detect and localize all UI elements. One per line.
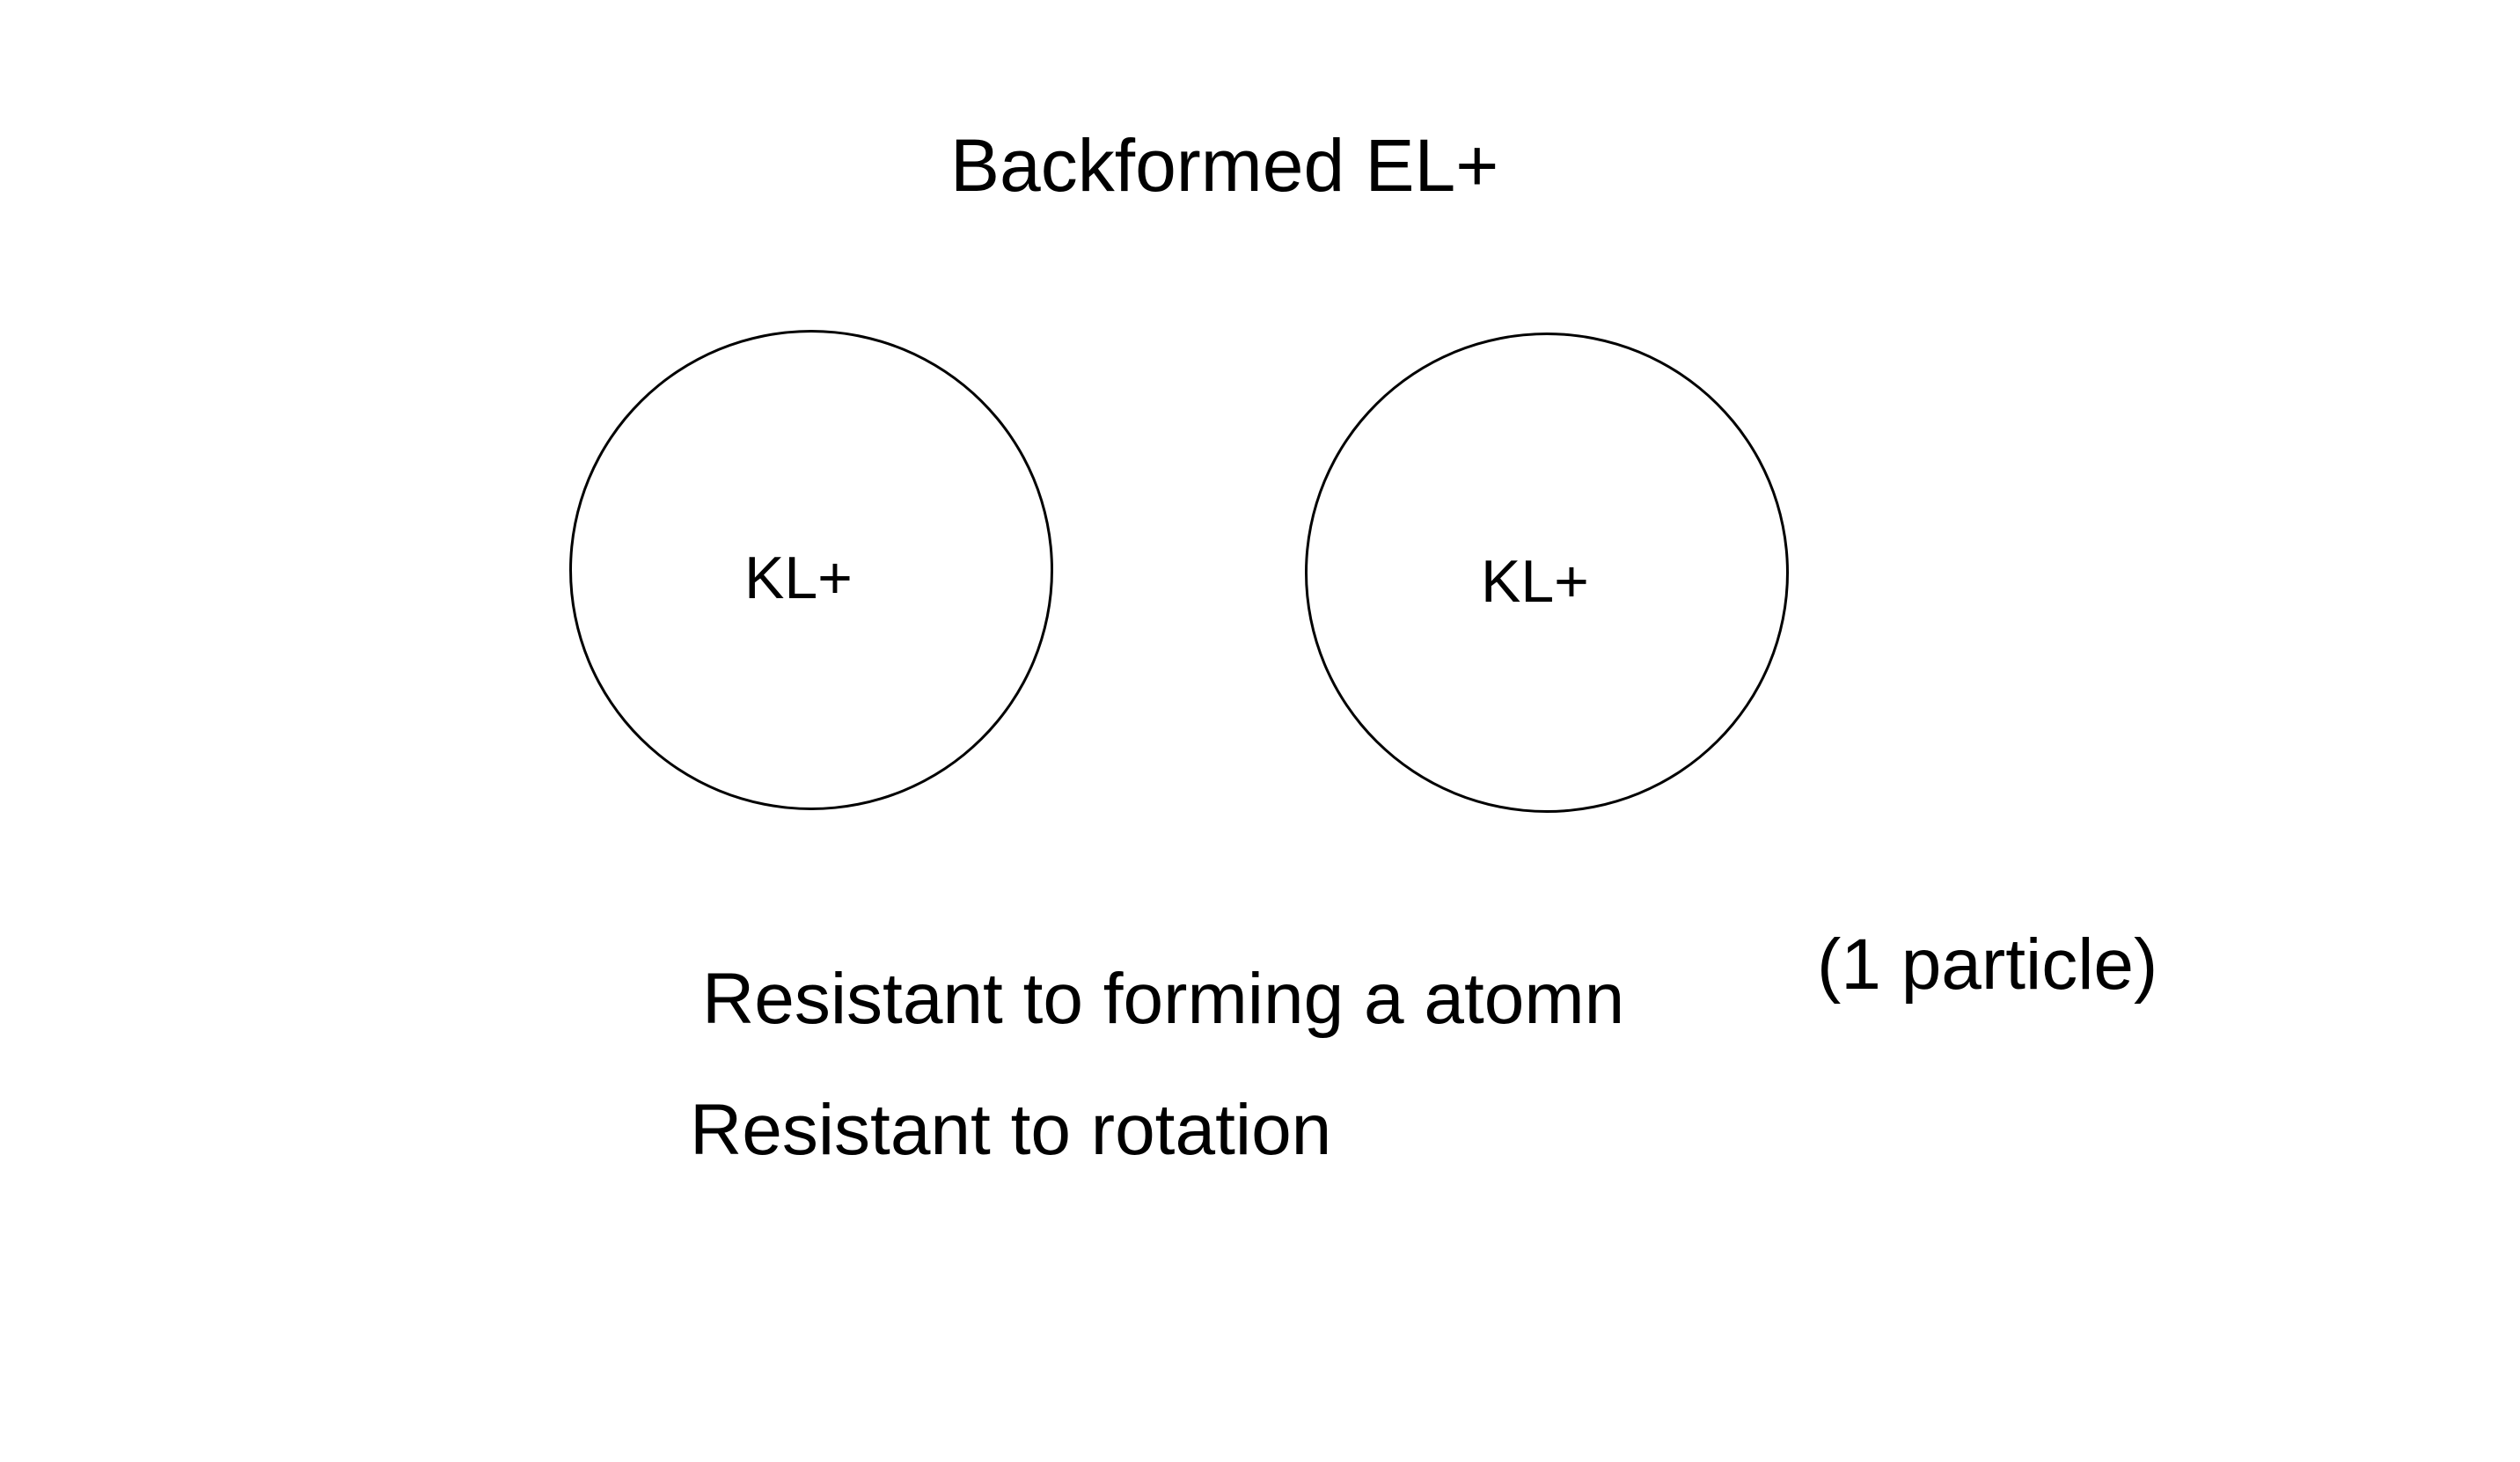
note-rotation-resistance: Resistant to rotation xyxy=(690,1090,1332,1170)
particle-circle-left xyxy=(569,330,1053,810)
diagram-title: Backformed EL+ xyxy=(950,124,1499,207)
note-forming-resistance: Resistant to forming a atomn xyxy=(702,959,1625,1039)
particle-label-left: KL+ xyxy=(744,545,853,611)
note-particle-count: (1 particle) xyxy=(1817,925,2158,1005)
particle-circle-right xyxy=(1305,333,1789,813)
particle-label-right: KL+ xyxy=(1481,548,1589,615)
